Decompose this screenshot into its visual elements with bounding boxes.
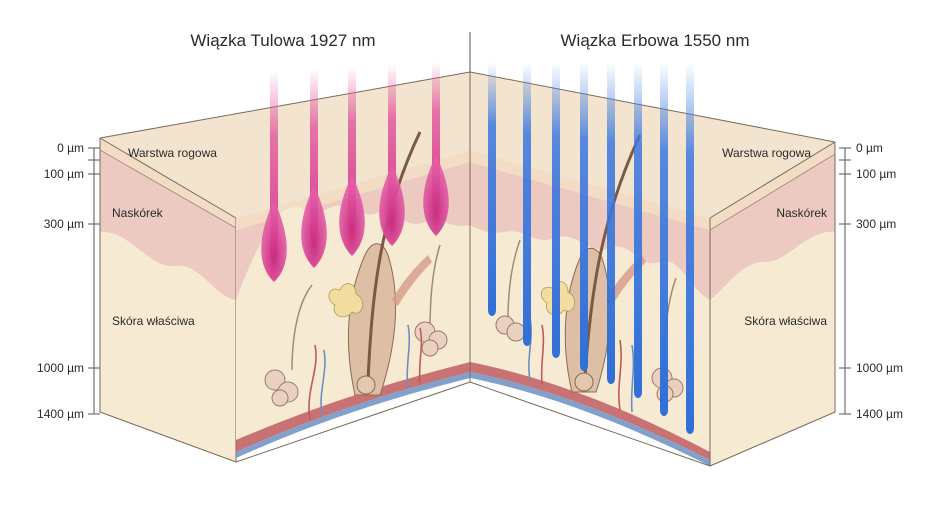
depth-left-100: 100 µm bbox=[44, 167, 84, 181]
depth-right-0: 0 µm bbox=[856, 141, 883, 155]
right-front-epidermis bbox=[710, 154, 835, 300]
left-block bbox=[99, 72, 470, 463]
depth-right-1000: 1000 µm bbox=[856, 361, 903, 375]
depth-scale-left: 0 µm 100 µm 300 µm 1000 µm 1400 µm bbox=[37, 141, 100, 421]
left-front-epidermis bbox=[100, 150, 236, 300]
depth-left-300: 300 µm bbox=[44, 217, 84, 231]
sweat-gland-left-1 bbox=[264, 284, 313, 407]
thulium-beam-4 bbox=[379, 64, 405, 246]
left-artery bbox=[236, 362, 470, 452]
label-stratum-right: Warstwa rogowa bbox=[722, 146, 811, 160]
label-dermis-right: Skóra właściwa bbox=[744, 314, 827, 328]
erbium-beam-6 bbox=[634, 62, 642, 398]
thulium-beam-5 bbox=[423, 62, 449, 236]
sebaceous-gland-left bbox=[328, 283, 364, 318]
title-erbium: Wiązka Erbowa 1550 nm bbox=[561, 31, 750, 50]
label-epidermis-right: Naskórek bbox=[776, 206, 828, 220]
erbium-beam-8 bbox=[686, 62, 694, 434]
thulium-beams bbox=[261, 62, 449, 282]
left-vein bbox=[236, 372, 470, 458]
thulium-beam-1 bbox=[261, 70, 287, 282]
right-front-stratum bbox=[710, 142, 835, 230]
thulium-beam-3 bbox=[339, 66, 365, 256]
erbium-beam-1 bbox=[488, 62, 496, 316]
erbium-beam-7 bbox=[660, 62, 668, 416]
erbium-beam-2 bbox=[523, 62, 531, 346]
label-stratum-left: Warstwa rogowa bbox=[128, 146, 217, 160]
depth-scale-right: 0 µm 100 µm 300 µm 1000 µm 1400 µm bbox=[839, 141, 903, 421]
left-top-surface bbox=[100, 72, 470, 218]
depth-right-300: 300 µm bbox=[856, 217, 896, 231]
sweat-gland-right-1 bbox=[495, 239, 526, 342]
depth-left-1000: 1000 µm bbox=[37, 361, 84, 375]
right-artery bbox=[470, 362, 710, 460]
depth-left-0: 0 µm bbox=[57, 141, 84, 155]
erbium-beam-4 bbox=[580, 62, 588, 371]
right-vein bbox=[470, 372, 710, 466]
sweat-gland-left-2 bbox=[414, 244, 448, 357]
right-block bbox=[99, 71, 836, 467]
thulium-beam-2 bbox=[301, 68, 327, 268]
depth-right-1400: 1400 µm bbox=[856, 407, 903, 421]
erbium-beam-3 bbox=[552, 62, 560, 358]
left-front-stratum bbox=[100, 138, 236, 228]
left-front-dermis bbox=[100, 231, 236, 462]
erbium-beam-5 bbox=[607, 62, 615, 384]
depth-right-100: 100 µm bbox=[856, 167, 896, 181]
title-thulium: Wiązka Tulowa 1927 nm bbox=[190, 31, 375, 50]
right-front-dermis bbox=[710, 231, 835, 466]
depth-left-1400: 1400 µm bbox=[37, 407, 84, 421]
hair-shaft-left bbox=[366, 131, 422, 381]
label-dermis-left: Skóra właściwa bbox=[112, 314, 195, 328]
erbium-beams bbox=[488, 62, 694, 434]
label-epidermis-left: Naskórek bbox=[112, 206, 164, 220]
